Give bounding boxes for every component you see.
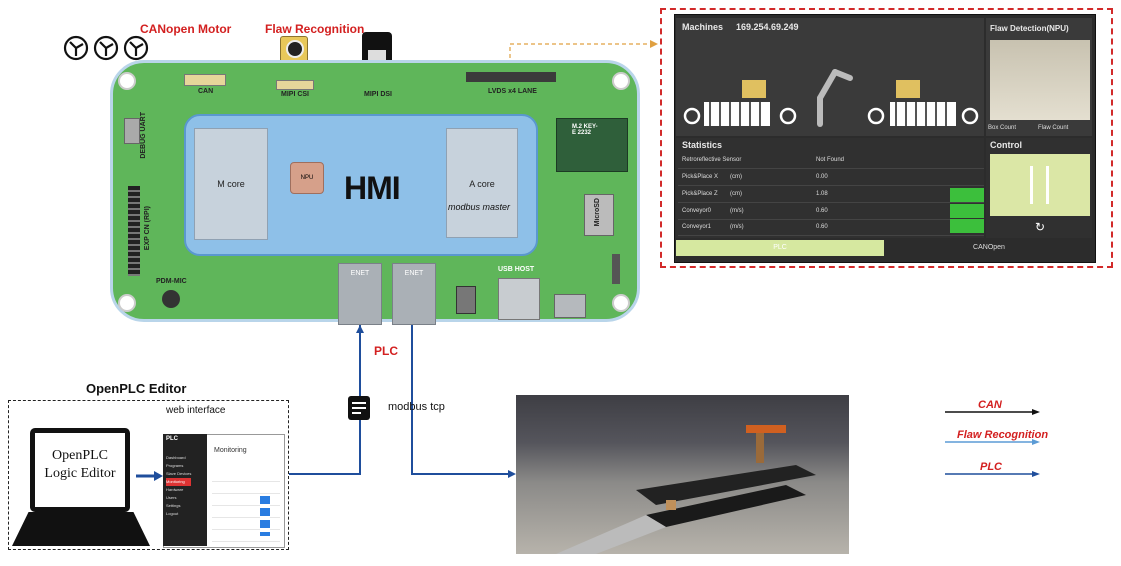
canopen-motor-label: CANopen Motor bbox=[140, 22, 232, 36]
pdm-mic-label: PDM-MIC bbox=[156, 278, 187, 285]
machines-label: Machines bbox=[682, 22, 724, 32]
tab-canopen[interactable]: CANOpen bbox=[886, 240, 1092, 256]
web-menu: Dashboard Programs Slave Devices Monitor… bbox=[166, 455, 192, 516]
lvds-connector bbox=[466, 72, 556, 82]
pdm-mic bbox=[162, 290, 180, 308]
web-sidebar bbox=[163, 434, 207, 546]
can-connector bbox=[184, 74, 226, 86]
m-core-label: M core bbox=[217, 179, 245, 189]
modbus-master-label: modbus master bbox=[448, 202, 511, 212]
m2-slot bbox=[556, 118, 628, 172]
mipi-dsi-label: MIPI DSI bbox=[364, 91, 393, 98]
modbus-tcp-label: modbus tcp bbox=[388, 401, 445, 413]
laptop-line-2: Logic Editor bbox=[44, 466, 116, 481]
tab-plc[interactable]: PLC bbox=[676, 240, 884, 256]
web-toggle bbox=[260, 496, 270, 536]
statistics-title: Statistics bbox=[682, 140, 723, 150]
control-title: Control bbox=[990, 140, 1022, 150]
stat-row: Conveyor1(m/s)0.60 bbox=[678, 220, 984, 236]
stat-row: Conveyor0(m/s)0.60 bbox=[678, 204, 984, 220]
mount-hole bbox=[118, 294, 136, 312]
web-interface-label: web interface bbox=[166, 405, 226, 416]
a-core-block: A core bbox=[446, 128, 518, 238]
stat-row: Pick&Place Z(cm)1.08 bbox=[678, 187, 984, 203]
m-core-block: M core bbox=[194, 128, 268, 240]
control-pause-button[interactable] bbox=[990, 154, 1090, 216]
debug-uart-label: DEBUG UART bbox=[140, 112, 147, 159]
web-page-title: Monitoring bbox=[214, 447, 247, 454]
side-header bbox=[612, 254, 620, 284]
statistics-panel bbox=[676, 138, 984, 238]
flaw-detection-title: Flaw Detection(NPU) bbox=[990, 24, 1069, 33]
stat-row: Pick&Place X(cm)0.00 bbox=[678, 170, 984, 186]
plc-link-wire bbox=[289, 325, 361, 475]
mount-hole bbox=[612, 72, 630, 90]
web-logo: PLC bbox=[166, 436, 178, 442]
usb-host-port bbox=[498, 278, 540, 320]
sim-link-wire bbox=[411, 325, 510, 475]
hmi-title: HMI bbox=[344, 170, 401, 206]
laptop-icon: OpenPLC Logic Editor bbox=[30, 428, 130, 512]
usb-c-port bbox=[554, 294, 586, 318]
npu-block: NPU bbox=[290, 162, 324, 194]
flaw-camera-feed bbox=[990, 40, 1090, 120]
enet-1-label: ENET bbox=[350, 270, 370, 277]
mount-hole bbox=[118, 72, 136, 90]
refresh-button[interactable]: ↻ bbox=[1034, 220, 1046, 234]
exp-cn-label: EXP CN (RPI) bbox=[144, 206, 151, 251]
mount-hole bbox=[612, 294, 630, 312]
factory-simulation-image bbox=[516, 395, 849, 554]
box-count-label: Box Count bbox=[988, 125, 1017, 131]
enet-port-1: ENET bbox=[338, 263, 382, 325]
openplc-editor-box bbox=[8, 400, 289, 550]
usb-host-label: USB HOST bbox=[498, 266, 535, 273]
microsd-label: MicroSD bbox=[594, 198, 601, 227]
canopen-motor-icons bbox=[63, 35, 149, 61]
mipi-csi-connector bbox=[276, 80, 314, 90]
npu-label: NPU bbox=[300, 175, 314, 181]
m2-label: M.2 KEY-E 2232 bbox=[572, 124, 598, 136]
laptop-keyboard bbox=[12, 512, 150, 546]
enet-port-2: ENET bbox=[392, 263, 436, 325]
legend-flaw-recognition: Flaw Recognition bbox=[957, 429, 1049, 441]
mipi-csi-label: MIPI CSI bbox=[281, 91, 310, 98]
document-icon bbox=[348, 396, 370, 420]
microsd-slot bbox=[584, 194, 614, 236]
openplc-editor-title: OpenPLC Editor bbox=[86, 381, 187, 396]
can-connector-label: CAN bbox=[198, 88, 214, 95]
plc-link-label: PLC bbox=[374, 344, 398, 358]
legend-plc: PLC bbox=[980, 461, 1002, 473]
hmi-screenshot-frame bbox=[660, 8, 1113, 268]
lvds-label: LVDS x4 LANE bbox=[488, 88, 537, 95]
status-cell bbox=[950, 219, 984, 233]
flaw-recognition-label: Flaw Recognition bbox=[265, 22, 365, 36]
debug-uart-port bbox=[124, 118, 140, 144]
legend-can: CAN bbox=[978, 399, 1002, 411]
exp-cn-header bbox=[128, 186, 140, 276]
status-cell bbox=[950, 204, 984, 218]
conveyor-scene bbox=[683, 69, 979, 127]
status-cell bbox=[950, 188, 984, 202]
flaw-count-label: Flaw Count bbox=[1038, 125, 1069, 131]
enet-2-label: ENET bbox=[404, 270, 424, 277]
machine-ip: 169.254.69.249 bbox=[736, 22, 799, 32]
a-core-label: A core bbox=[469, 179, 495, 189]
audio-jack bbox=[456, 286, 476, 314]
laptop-line-1: OpenPLC bbox=[52, 448, 108, 463]
